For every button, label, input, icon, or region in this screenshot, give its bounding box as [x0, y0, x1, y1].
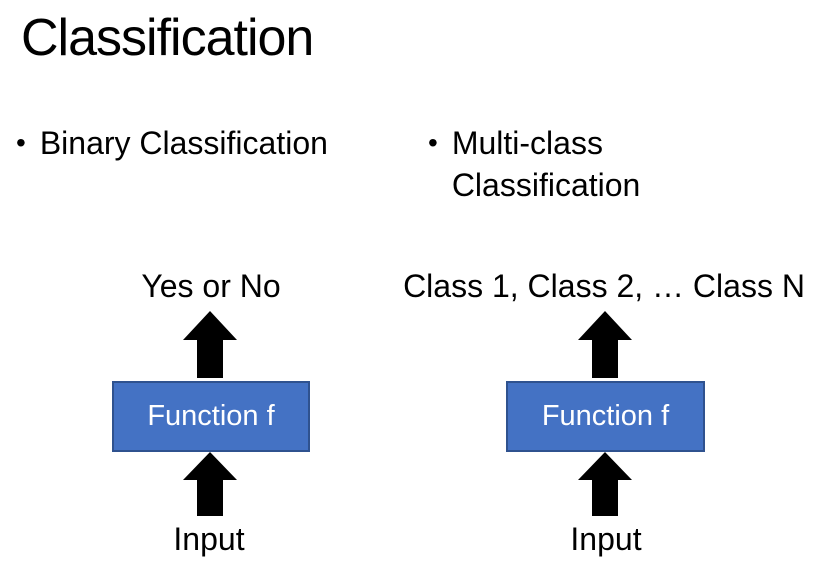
binary-output-label: Yes or No — [141, 268, 281, 304]
up-arrow-icon — [578, 452, 632, 516]
binary-function-box-label: Function f — [147, 400, 275, 432]
bullet-icon: • — [16, 127, 26, 158]
up-arrow-icon — [578, 311, 632, 378]
bullet-item-multiclass: • Multi-class Classification — [428, 122, 657, 206]
multiclass-input-label: Input — [570, 521, 642, 557]
bullet-item-binary: • Binary Classification — [16, 122, 328, 164]
up-arrow-icon — [183, 311, 237, 378]
binary-input-label: Input — [173, 521, 245, 557]
multiclass-function-box-label: Function f — [541, 400, 670, 432]
binary-function-box: Function f — [112, 381, 310, 452]
multiclass-function-box: Function f — [506, 381, 705, 452]
slide-title: Classification — [21, 9, 314, 67]
bullet-multiclass-label: Multi-class Classification — [451, 125, 641, 203]
bullet-icon: • — [428, 127, 438, 158]
up-arrow-icon — [183, 452, 237, 516]
multiclass-output-label: Class 1, Class 2, … Class N — [403, 268, 805, 304]
bullet-binary-label: Binary Classification — [39, 125, 328, 161]
